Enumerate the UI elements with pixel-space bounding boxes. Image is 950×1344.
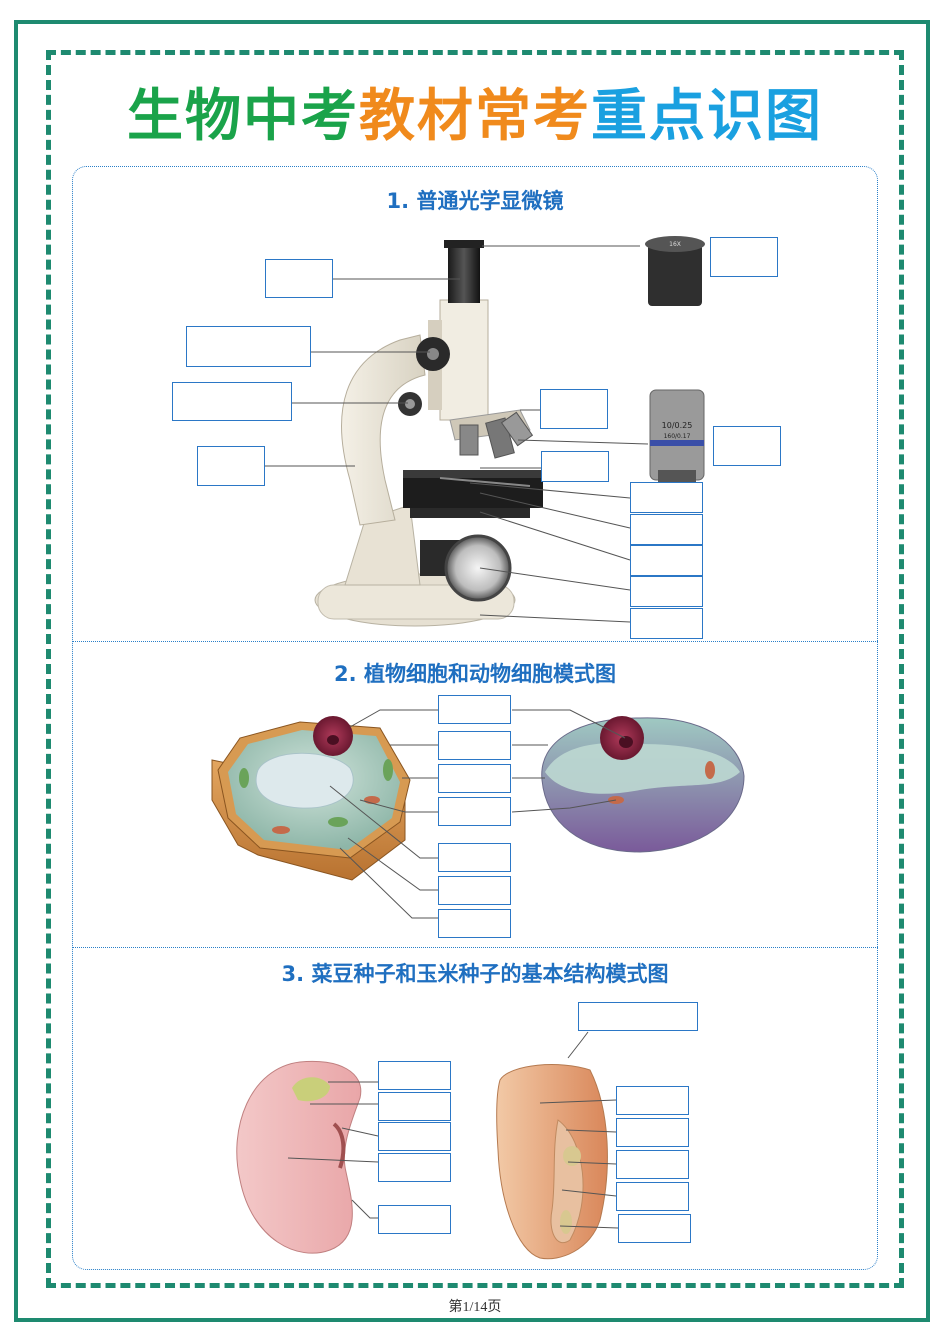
label-box-corn-4[interactable] (616, 1182, 689, 1211)
label-box-cell-2[interactable] (438, 731, 511, 760)
label-box-mirror[interactable] (630, 576, 703, 607)
animal-cell-illustration (511, 709, 745, 853)
label-box-coarse-adjustment[interactable] (186, 326, 311, 367)
label-box-corn-2[interactable] (616, 1118, 689, 1147)
label-box-eyepiece-detail[interactable] (710, 237, 778, 277)
content-panel (72, 166, 878, 1270)
label-box-corn-top[interactable] (578, 1002, 698, 1031)
label-box-objective[interactable] (713, 426, 781, 466)
bean-seed-illustration (236, 1060, 379, 1254)
label-box-arm[interactable] (197, 446, 265, 486)
label-box-bean-1[interactable] (378, 1061, 451, 1090)
section-title-microscope: 1. 普通光学显微镜 (386, 189, 564, 213)
label-box-bean-2[interactable] (378, 1092, 451, 1121)
page-number: 第1/14页 (448, 1300, 502, 1315)
label-box-bean-3[interactable] (378, 1122, 451, 1151)
label-box-diaphragm[interactable] (630, 545, 703, 576)
label-box-fine-adjustment[interactable] (172, 382, 292, 421)
section-divider-1 (72, 641, 878, 642)
label-box-cell-4[interactable] (438, 797, 511, 826)
label-box-corn-5[interactable] (618, 1214, 691, 1243)
eyepiece-mark-text: 16X (669, 241, 681, 248)
section-divider-2 (72, 947, 878, 948)
label-box-cell-6[interactable] (438, 876, 511, 905)
label-box-bean-4[interactable] (378, 1153, 451, 1182)
plant-cell-illustration (211, 709, 438, 919)
label-box-eyepiece[interactable] (265, 259, 333, 298)
label-box-cell-7[interactable] (438, 909, 511, 938)
title-part-2: 教材常考 (359, 84, 591, 149)
dashed-frame (46, 50, 904, 1288)
objective-mark-text: 10/0.25 (662, 421, 693, 430)
corn-seed-illustration (496, 1031, 619, 1260)
title-part-3: 重点识图 (591, 84, 823, 149)
label-box-cell-1[interactable] (438, 695, 511, 724)
label-box-corn-3[interactable] (616, 1150, 689, 1179)
microscope-illustration: 16X 10/0.25 160/0.17 (264, 236, 705, 627)
section-title-seeds: 3. 菜豆种子和玉米种子的基本结构模式图 (281, 962, 669, 986)
label-box-cell-3[interactable] (438, 764, 511, 793)
page-title: 生物中考教材常考重点识图 (0, 82, 950, 152)
outer-frame (14, 20, 930, 1322)
label-box-stage-clip[interactable] (541, 451, 609, 482)
section-title-cells: 2. 植物细胞和动物细胞模式图 (334, 662, 616, 686)
title-part-1: 生物中考 (127, 84, 359, 149)
label-box-cell-5[interactable] (438, 843, 511, 872)
objective-mark-text-2: 160/0.17 (664, 433, 691, 440)
label-box-aperture[interactable] (630, 514, 703, 545)
label-box-corn-1[interactable] (616, 1086, 689, 1115)
label-box-nosepiece[interactable] (540, 389, 608, 429)
label-box-base[interactable] (630, 608, 703, 639)
label-box-bean-5[interactable] (378, 1205, 451, 1234)
label-box-stage[interactable] (630, 482, 703, 513)
